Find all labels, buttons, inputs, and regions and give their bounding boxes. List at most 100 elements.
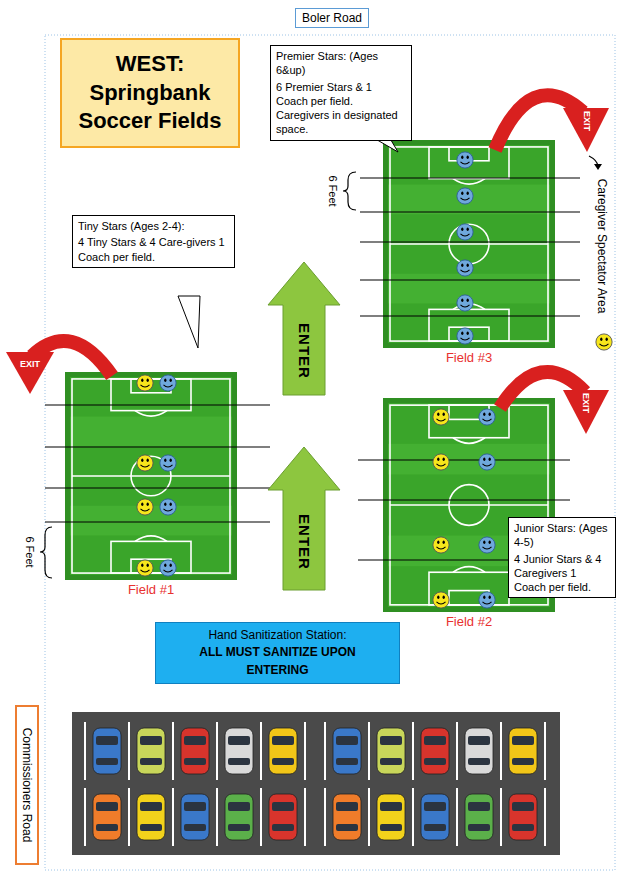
distance-line [45, 446, 270, 447]
distance-line [45, 404, 270, 405]
space-line [368, 788, 370, 846]
soccer-field: Field #3 [383, 140, 555, 348]
box-heading: Tiny Stars (Ages 2-4): [78, 219, 229, 233]
road-sign: Boler Road [295, 8, 369, 28]
player-face [479, 409, 495, 425]
car-window [468, 758, 490, 765]
space-line [172, 788, 174, 846]
car-window [336, 736, 358, 745]
box-text: 6 Premier Stars & 1 Coach per field. Car… [276, 80, 406, 137]
space-line [84, 722, 86, 780]
car [137, 728, 165, 774]
space-line [304, 722, 306, 780]
car-window [96, 824, 118, 831]
space-line [324, 722, 326, 780]
car-window [468, 736, 490, 745]
exit-label: EXIT [582, 111, 592, 131]
dimension-label: 6 Feet [327, 175, 339, 206]
box-heading: Commissioners Road [20, 728, 34, 843]
car [465, 728, 493, 774]
callout-tail [178, 296, 200, 348]
distance-line [45, 487, 270, 488]
car-window [184, 802, 206, 811]
car-window [336, 758, 358, 765]
player-face [160, 455, 176, 471]
caregiver-face [137, 455, 153, 471]
car [93, 728, 121, 774]
car-window [512, 758, 534, 765]
box-text: ALL MUST SANITIZE UPON ENTERING [184, 644, 371, 679]
exit-arrow [500, 372, 609, 434]
distance-line [360, 279, 580, 280]
box-text: 4 Tiny Stars & 4 Care-givers 1 Coach per… [78, 235, 229, 264]
car [465, 794, 493, 840]
player-face [457, 188, 473, 204]
car [269, 794, 297, 840]
distance-line [45, 521, 270, 522]
info-box: Hand Sanitization Station:ALL MUST SANIT… [155, 622, 400, 684]
callout-box: Tiny Stars (Ages 2-4): 4 Tiny Stars & 4 C… [72, 215, 235, 268]
box-heading: WEST: Springbank Soccer Fields [72, 50, 228, 136]
car-window [336, 802, 358, 811]
car-window [380, 758, 402, 765]
box-heading: Junior Stars: (Ages 4-5) [514, 521, 610, 550]
space-line [304, 788, 306, 846]
exit-label: EXIT [581, 393, 591, 413]
field-label: Field #1 [65, 582, 237, 597]
car-window [380, 824, 402, 831]
car-window [96, 736, 118, 745]
player-face [457, 152, 473, 168]
car-window [140, 736, 162, 745]
car-window [336, 824, 358, 831]
car [421, 794, 449, 840]
car-window [512, 824, 534, 831]
space-line [260, 788, 262, 846]
distance-line [360, 211, 580, 212]
car [93, 794, 121, 840]
space-line [216, 788, 218, 846]
space-line [544, 788, 546, 846]
player-face [479, 454, 495, 470]
caregiver-face [433, 592, 449, 608]
car [333, 728, 361, 774]
car [181, 728, 209, 774]
site-boundary [45, 35, 615, 870]
car-window [228, 824, 250, 831]
callout-box: Junior Stars: (Ages 4-5)4 Junior Stars &… [508, 517, 616, 598]
space-line [368, 722, 370, 780]
distance-line [360, 315, 580, 316]
arrowhead [594, 164, 602, 170]
player-face [160, 560, 176, 576]
space-line [412, 788, 414, 846]
player-face [457, 224, 473, 240]
space-line [324, 788, 326, 846]
player-face [160, 375, 176, 391]
player-face [457, 295, 473, 311]
car [181, 794, 209, 840]
area-label: Caregiver Spectator Area [595, 179, 609, 314]
car [377, 728, 405, 774]
space-line [456, 722, 458, 780]
car-window [272, 824, 294, 831]
car-window [424, 758, 446, 765]
car-window [512, 802, 534, 811]
callout-box: Premier Stars: (Ages 6&up)6 Premier Star… [270, 45, 412, 141]
title-box: WEST: Springbank Soccer Fields [60, 38, 240, 148]
exit-label: EXIT [20, 359, 40, 369]
bracket [343, 172, 356, 210]
field-label: Field #3 [383, 350, 555, 365]
space-line [544, 722, 546, 780]
space-line [500, 722, 502, 780]
space-line [128, 722, 130, 780]
car-window [228, 736, 250, 745]
car-window [228, 802, 250, 811]
space-line [128, 788, 130, 846]
caregiver-face [433, 537, 449, 553]
box-heading: Boler Road [302, 11, 362, 25]
car-window [96, 758, 118, 765]
car [269, 728, 297, 774]
caregiver-face [596, 334, 612, 350]
box-heading: Premier Stars: (Ages 6&up) [276, 49, 406, 78]
car-window [424, 802, 446, 811]
